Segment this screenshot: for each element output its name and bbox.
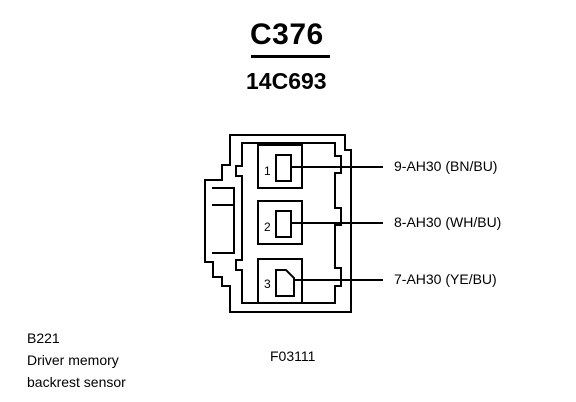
connector-id-title: C376 bbox=[250, 18, 324, 51]
component-code: B221 bbox=[27, 330, 60, 346]
pin-3-number: 3 bbox=[264, 277, 271, 291]
connector-housing-outline bbox=[204, 134, 352, 313]
title-underline bbox=[251, 55, 330, 58]
pin-1-number: 1 bbox=[264, 164, 271, 178]
pin-3-terminal bbox=[275, 269, 295, 297]
connector-latch bbox=[212, 187, 235, 254]
component-name-line2: backrest sensor bbox=[27, 374, 126, 390]
pin-1-circuit-label: 9-AH30 (BN/BU) bbox=[394, 158, 498, 174]
figure-id: F03111 bbox=[270, 348, 316, 364]
component-name-line1: Driver memory bbox=[27, 352, 119, 368]
connector-inner-wall bbox=[235, 142, 342, 304]
part-number: 14C693 bbox=[246, 68, 327, 94]
pin-2-circuit-label: 8-AH30 (WH/BU) bbox=[394, 214, 502, 230]
pin-2-number: 2 bbox=[264, 220, 271, 234]
pin-2-terminal bbox=[275, 210, 292, 238]
pin-1-terminal bbox=[275, 154, 292, 182]
pin-3-circuit-label: 7-AH30 (YE/BU) bbox=[394, 271, 497, 287]
